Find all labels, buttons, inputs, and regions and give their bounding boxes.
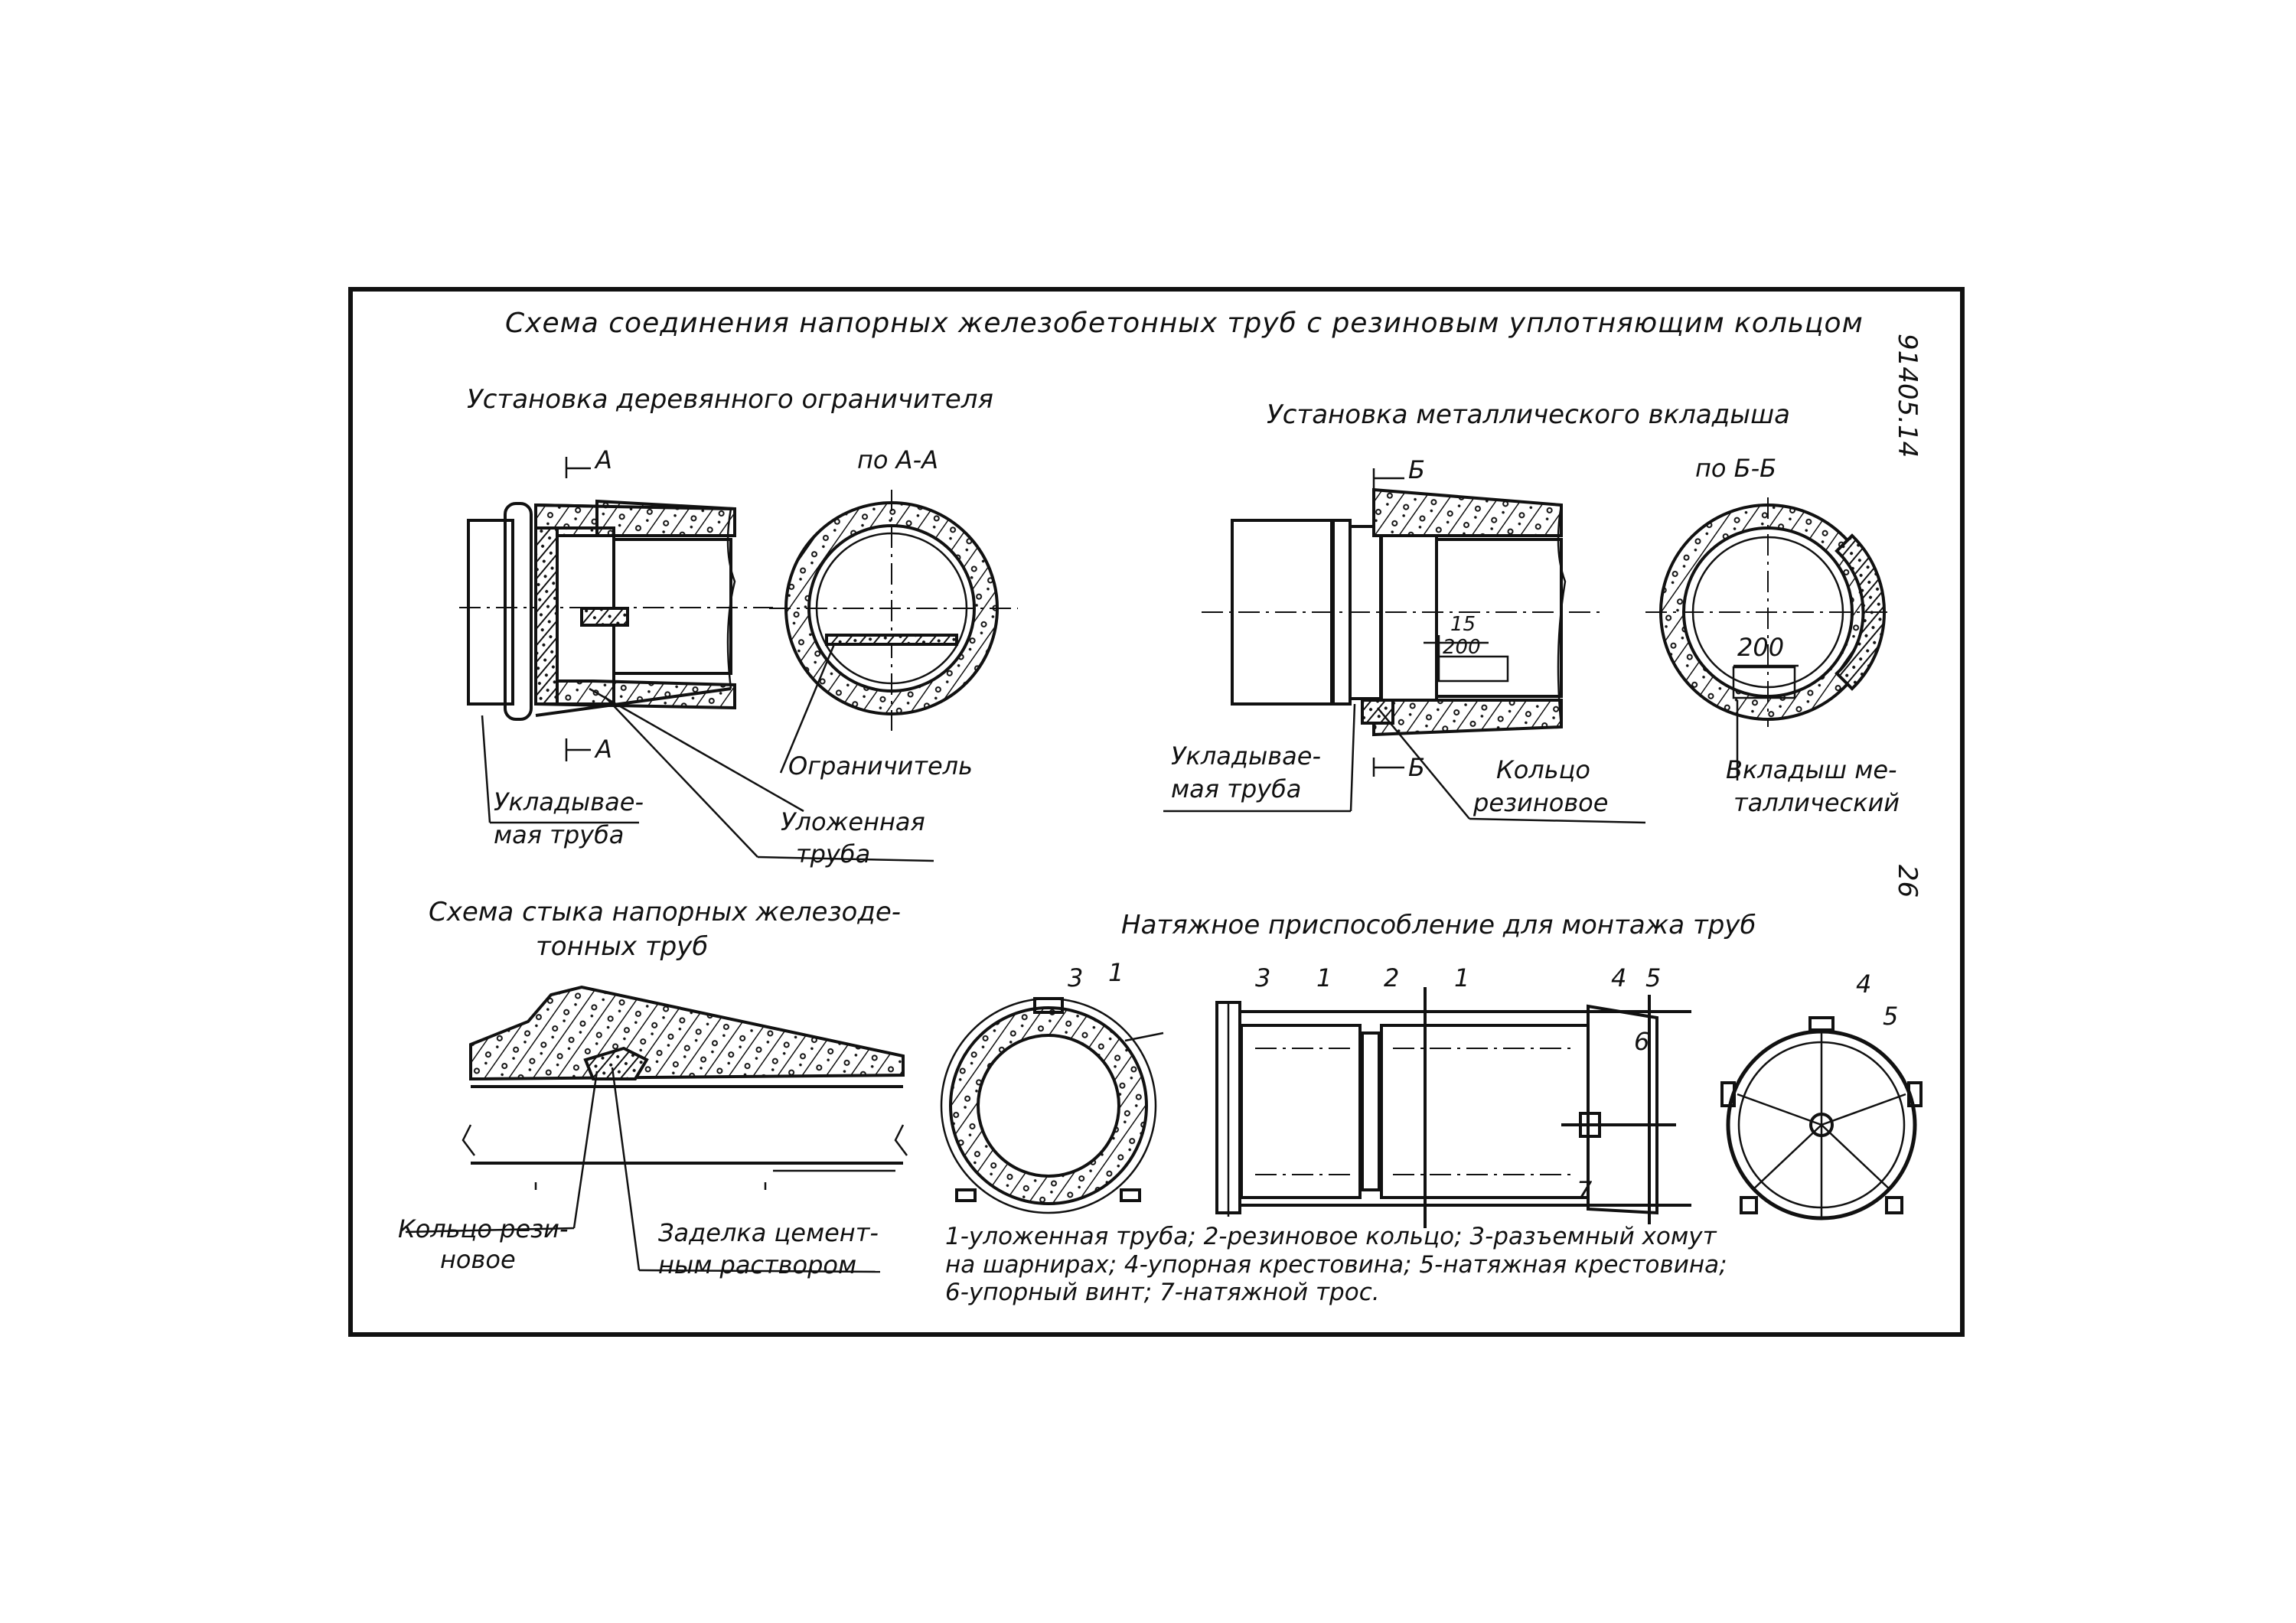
wood-limiter-side-view [459, 457, 934, 862]
page-number: 26 [1892, 865, 1923, 898]
metal-insert-title: Установка металлического вкладыша [1267, 399, 1791, 430]
callout-1-side: 1 [1316, 963, 1332, 992]
callout-3-left: 3 [1068, 963, 1084, 992]
label-laid-pipe-line1: Укладывае- [494, 787, 644, 816]
label-rubber-ring-line2: резиновое [1473, 788, 1609, 817]
clamp-end-view [940, 997, 1164, 1214]
legend-line-1: 1-уложенная труба; 2-резиновое кольцо; 3… [945, 1223, 1717, 1250]
label-cement-seal-line2: ным раствором [658, 1250, 857, 1279]
dim-200-section: 200 [1737, 633, 1785, 662]
label-rubber-ring-line1: Кольцо [1496, 755, 1590, 784]
callout-1-left: 1 [1108, 958, 1124, 987]
callout-7-side: 7 [1577, 1176, 1593, 1205]
section-mark-b-bottom: Б [1408, 753, 1425, 782]
section-mark-a-bottom: А [595, 735, 612, 764]
callout-4-side: 4 [1611, 963, 1627, 992]
dim-200-side: 200 [1443, 636, 1481, 659]
joint-title-line2: тонных труб [536, 931, 709, 962]
drawing-title: Схема соединения напорных железобетонных… [505, 308, 1864, 339]
tension-device-side-view [1215, 987, 1691, 1228]
callout-3-side: 3 [1255, 963, 1271, 992]
label-metal-insert-line1: Вкладыш ме- [1726, 755, 1897, 784]
callout-2-side: 2 [1384, 963, 1400, 992]
tension-device-title: Натяжное приспособление для монтажа труб [1121, 910, 1756, 940]
section-mark-b-top: Б [1408, 455, 1425, 484]
section-view-aa: по А-А [857, 445, 938, 474]
callout-1-side-b: 1 [1454, 963, 1470, 992]
legend: 1-уложенная труба; 2-резиновое кольцо; 3… [945, 1223, 1932, 1307]
metal-insert-section-bb [1645, 497, 1890, 781]
joint-scheme [405, 985, 908, 1273]
tension-cross-end-view [1720, 1016, 1923, 1221]
metal-insert-side-view [1163, 468, 1646, 824]
wood-limiter-section-aa [769, 490, 1018, 774]
label-joint-ring-line2: новое [440, 1245, 516, 1274]
legend-line-3: 6-упорный винт; 7-натяжной трос. [945, 1279, 1380, 1307]
callout-4-end: 4 [1856, 970, 1872, 999]
side-code: 91405.14 [1892, 334, 1923, 458]
callout-5-side: 5 [1645, 963, 1662, 992]
label-limiter: Ограничитель [788, 751, 973, 781]
label-placed-pipe-line1: Уложенная [781, 807, 925, 836]
joint-title-line1: Схема стыка напорных железоде- [429, 897, 902, 927]
section-mark-a-top: А [595, 445, 612, 474]
label-placed-pipe-line2: труба [796, 839, 871, 869]
label-metal-insert-line2: таллический [1733, 788, 1900, 817]
label-cement-seal-line1: Заделка цемент- [658, 1218, 879, 1247]
label-joint-ring-line1: Кольцо рези- [398, 1214, 569, 1243]
label-laid-pipe-b-line1: Укладывае- [1171, 741, 1321, 771]
callout-6-side: 6 [1634, 1027, 1650, 1056]
callout-5-end: 5 [1883, 1002, 1899, 1031]
dim-15: 15 [1450, 613, 1476, 636]
section-view-bb: по Б-Б [1695, 454, 1777, 483]
label-laid-pipe-b-line2: мая труба [1171, 774, 1302, 803]
drawing-frame [348, 287, 1965, 1337]
wood-limiter-title: Установка деревянного ограничителя [467, 384, 993, 415]
label-laid-pipe-line2: мая труба [494, 820, 625, 849]
legend-line-2: на шарнирах; 4-упорная крестовина; 5-нат… [945, 1250, 1727, 1279]
